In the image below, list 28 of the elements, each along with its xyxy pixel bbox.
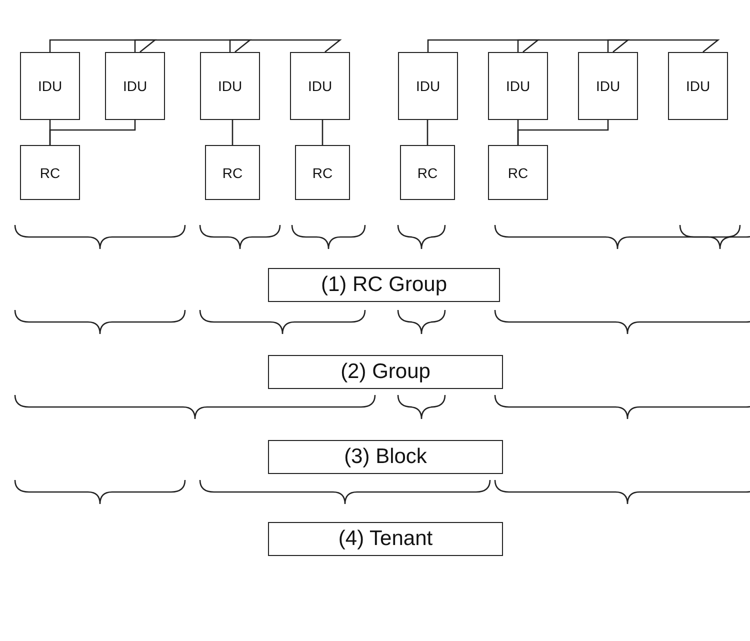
- connection-line: [49, 120, 136, 145]
- indoor-unit-box: IDU: [290, 52, 350, 120]
- level-label-box: (3) Block: [268, 440, 503, 474]
- connection-line: [322, 120, 324, 145]
- remote-controller-box: RC: [20, 145, 80, 200]
- connection-line: [229, 39, 342, 52]
- connection-line: [517, 39, 630, 52]
- remote-controller-box: RC: [295, 145, 350, 200]
- connection-line: [232, 120, 234, 145]
- level-label-box: (1) RC Group: [268, 268, 500, 302]
- indoor-unit-box: IDU: [200, 52, 260, 120]
- connection-line: [426, 120, 428, 145]
- connection-line: [49, 39, 157, 52]
- connection-line: [517, 120, 609, 145]
- remote-controller-box: RC: [205, 145, 260, 200]
- connection-line: [134, 39, 252, 52]
- indoor-unit-box: IDU: [398, 52, 458, 120]
- connection-line: [427, 39, 540, 52]
- indoor-unit-box: IDU: [488, 52, 548, 120]
- indoor-unit-box: IDU: [20, 52, 80, 120]
- level-label-box: (4) Tenant: [268, 522, 503, 556]
- indoor-unit-box: IDU: [105, 52, 165, 120]
- remote-controller-box: RC: [488, 145, 548, 200]
- connection-line: [607, 39, 720, 52]
- remote-controller-box: RC: [400, 145, 455, 200]
- level-label-box: (2) Group: [268, 355, 503, 389]
- indoor-unit-box: IDU: [668, 52, 728, 120]
- indoor-unit-box: IDU: [578, 52, 638, 120]
